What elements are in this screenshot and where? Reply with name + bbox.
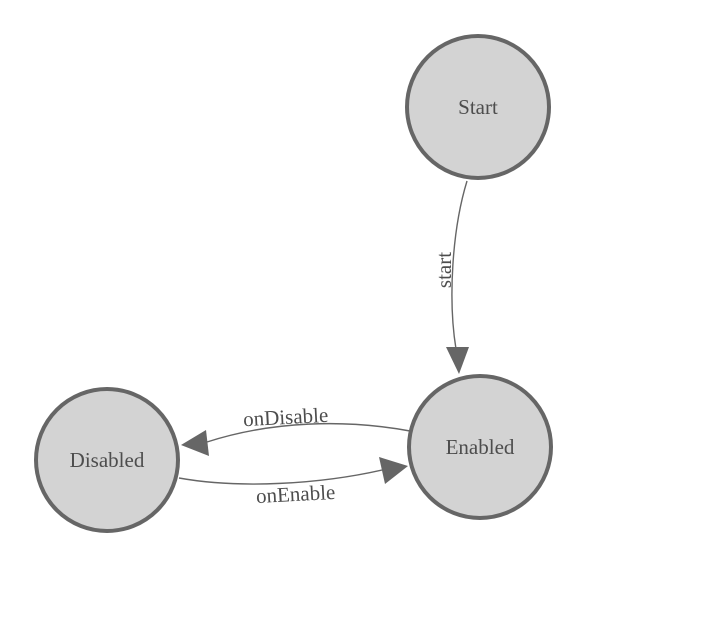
edge-enabled-to-disabled: onDisable <box>181 403 411 456</box>
edge-label-ondisable: onDisable <box>242 403 328 431</box>
edge-disabled-to-enabled-arrowhead-icon <box>379 457 408 484</box>
node-disabled-circle <box>34 387 180 533</box>
edge-disabled-to-enabled-line <box>178 469 383 485</box>
node-disabled: Disabled <box>34 387 180 533</box>
edge-label-onenable: onEnable <box>255 480 335 508</box>
edge-disabled-to-enabled: onEnable <box>178 457 408 508</box>
node-start: Start <box>405 34 551 180</box>
node-disabled-label: Disabled <box>70 448 145 472</box>
edge-start-to-enabled: start <box>432 180 469 374</box>
node-enabled-circle <box>407 374 553 520</box>
edge-enabled-to-disabled-arrowhead-icon <box>181 430 209 456</box>
edge-label-start: start <box>432 252 456 288</box>
node-enabled: Enabled <box>407 374 553 520</box>
edge-start-to-enabled-line <box>451 180 468 350</box>
edge-enabled-to-disabled-line <box>206 422 411 443</box>
node-enabled-label: Enabled <box>446 435 515 459</box>
node-start-circle <box>405 34 551 180</box>
edge-start-to-enabled-arrowhead-icon <box>446 347 469 374</box>
node-start-label: Start <box>458 95 498 119</box>
